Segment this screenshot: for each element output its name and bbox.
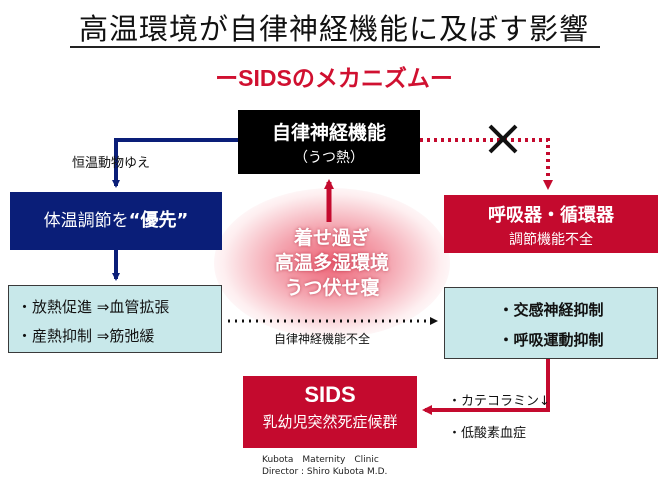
heat-release-line: ・放熱促進 ⇒血管拡張 — [17, 298, 170, 316]
credit: Kubota Maternity Clinic Director : Shiro… — [262, 454, 387, 478]
autonomic-function-box: 自律神経機能 （うつ熱） — [238, 110, 420, 174]
thermoregulation-box: 体温調節を“優先” — [10, 192, 222, 250]
arrow-ans-to-thermo — [112, 138, 238, 188]
arrow-effects-to-sids — [422, 359, 550, 415]
risk-factor-hot-humid: 高温多湿環境 — [274, 252, 389, 274]
catecholamine-label: ・カテコラミン↓ — [448, 394, 550, 409]
sympathetic-suppression-line: ・交感神経抑制 — [498, 301, 604, 319]
title-underline — [70, 46, 600, 48]
homeotherm-label: 恒温動物ゆえ — [72, 156, 151, 171]
center-glow — [214, 188, 450, 338]
cross-mark-icon — [488, 124, 518, 154]
heat-production-line: ・産熱抑制 ⇒筋弛緩 — [17, 327, 155, 345]
sids-subtitle: 乳幼児突然死症候群 — [262, 413, 398, 431]
risk-factor-overdressing: 着せ過ぎ — [293, 227, 370, 249]
sids-box: SIDS 乳幼児突然死症候群 — [243, 376, 417, 448]
credit-director: Director : Shiro Kubota M.D. — [262, 467, 388, 477]
autonomic-box-title: 自律神経機能 — [271, 122, 386, 144]
sids-title: SIDS — [304, 382, 356, 407]
credit-clinic: Kubota Maternity Clinic — [262, 455, 379, 465]
heat-effects-box: ・放熱促進 ⇒血管拡張 ・産熱抑制 ⇒筋弛緩 — [8, 285, 222, 353]
page-title: 高温環境が自律神経機能に及ぼす影響 — [78, 12, 589, 46]
respiratory-suppression-line: ・呼吸運動抑制 — [498, 331, 604, 349]
autonomic-box-subtitle: （うつ熱） — [294, 150, 364, 166]
resp-circ-title: 呼吸器・循環器 — [488, 205, 614, 226]
hypoxemia-label: ・低酸素血症 — [448, 426, 527, 441]
ans-failure-label: 自律神経機能不全 — [274, 332, 371, 346]
thermoreg-prefix: 体温調節を — [43, 211, 129, 231]
arrow-ans-to-resp — [420, 138, 553, 190]
page-subtitle: ーSIDSのメカニズムー — [215, 65, 453, 91]
resp-circ-box: 呼吸器・循環器 調節機能不全 — [444, 195, 658, 253]
suppression-effects-box: ・交感神経抑制 ・呼吸運動抑制 — [444, 287, 658, 359]
risk-factor-prone-sleep: うつ伏せ寝 — [284, 277, 380, 299]
thermoreg-emphasis: “優先” — [128, 210, 189, 231]
risk-factors: 着せ過ぎ 高温多湿環境 うつ伏せ寝 — [214, 226, 450, 301]
resp-circ-subtitle: 調節機能不全 — [509, 232, 593, 248]
